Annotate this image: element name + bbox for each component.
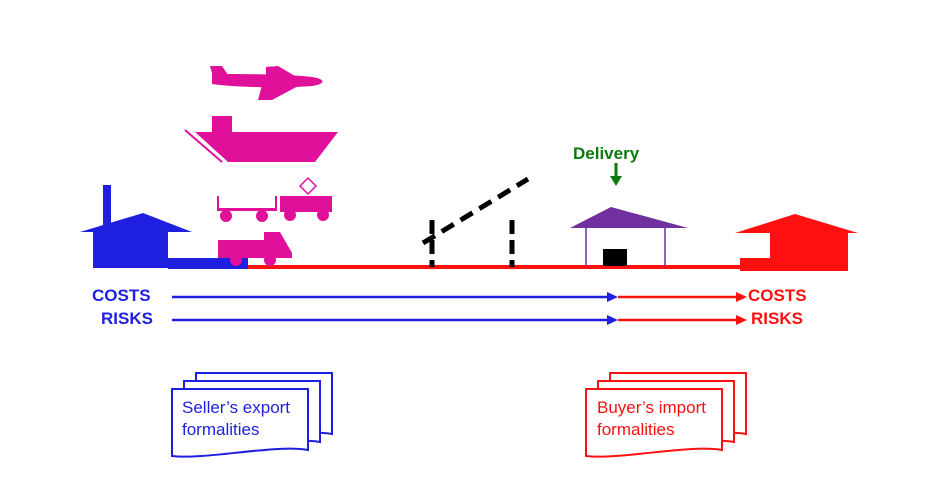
seller-doc-line1: Seller’s export [182,398,291,417]
buyer-doc-line2: formalities [597,420,675,439]
rail-wagon-icon [217,176,332,222]
seller-risks-label: RISKS [101,309,153,328]
seller-documents-icon [171,372,333,458]
costs-arrow [172,292,747,302]
risks-arrow [172,315,747,325]
seller-doc-line2: formalities [182,420,260,439]
seller-factory-icon [80,185,248,268]
delivery-label: Delivery [573,144,640,163]
ship-icon [184,116,338,163]
airplane-icon [210,66,323,100]
seller-costs-label: COSTS [92,286,151,305]
truck-icon [218,232,292,266]
buyer-risks-label: RISKS [751,309,803,328]
delivery-terminal-icon [570,207,688,266]
buyer-costs-label: COSTS [748,286,807,305]
buyer-documents-icon [585,372,747,458]
buyer-doc-line1: Buyer’s import [597,398,706,417]
buyer-factory-icon [735,214,858,271]
customs-barrier-icon [421,176,530,267]
delivery-arrow-icon [610,163,622,186]
